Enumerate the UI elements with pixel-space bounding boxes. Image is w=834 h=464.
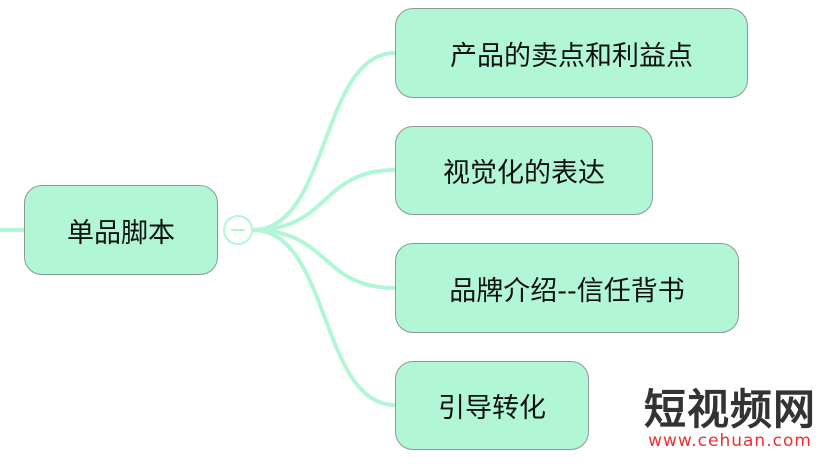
child-label: 引导转化 xyxy=(438,393,546,424)
watermark-url: www.cehuan.com xyxy=(648,431,812,451)
connector-1 xyxy=(252,51,396,232)
child-node-3[interactable]: 品牌介绍--信任背书 xyxy=(395,243,739,333)
connector-4 xyxy=(252,228,396,407)
child-node-1[interactable]: 产品的卖点和利益点 xyxy=(395,8,748,98)
child-label: 视觉化的表达 xyxy=(443,158,605,189)
child-node-4[interactable]: 引导转化 xyxy=(395,361,589,450)
child-label: 品牌介绍--信任背书 xyxy=(449,275,685,307)
root-node[interactable]: 单品脚本 xyxy=(24,185,218,275)
collapse-toggle-icon[interactable] xyxy=(223,215,253,245)
root-label: 单品脚本 xyxy=(67,217,175,249)
watermark-title: 短视频网 xyxy=(644,385,817,434)
connector-3 xyxy=(252,228,396,290)
watermark-logo: 短视频网 www.cehuan.com xyxy=(644,385,817,451)
connector-2 xyxy=(252,168,396,232)
child-label: 产品的卖点和利益点 xyxy=(450,40,693,72)
child-node-2[interactable]: 视觉化的表达 xyxy=(395,126,653,215)
